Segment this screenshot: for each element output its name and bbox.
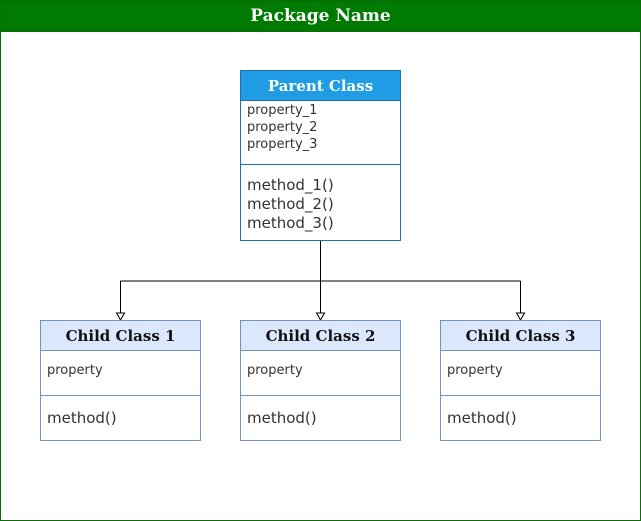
property-3: property_3 bbox=[247, 137, 318, 152]
parent-class-box[interactable]: Parent Class property_1 property_2 prope… bbox=[240, 70, 401, 241]
parent-properties: property_1 property_2 property_3 bbox=[241, 101, 400, 165]
child-class-1-method: method() bbox=[47, 409, 117, 427]
method-3: method_3() bbox=[247, 214, 334, 232]
child-class-3-method: method() bbox=[447, 409, 517, 427]
child-class-2-box[interactable]: Child Class 2 property method() bbox=[240, 320, 401, 441]
child-class-1-box[interactable]: Child Class 1 property method() bbox=[40, 320, 201, 441]
arrowhead-child-2 bbox=[315, 312, 326, 322]
method-1: method_1() bbox=[247, 176, 334, 194]
method-2: method_2() bbox=[247, 195, 334, 213]
arrowhead-child-1 bbox=[115, 312, 126, 322]
child-class-3-box[interactable]: Child Class 3 property method() bbox=[440, 320, 601, 441]
property-1: property_1 bbox=[247, 103, 318, 118]
child-class-2-property: property bbox=[241, 351, 400, 396]
parent-methods: method_1() method_2() method_3() bbox=[241, 165, 400, 233]
package-title: Package Name bbox=[1, 1, 640, 32]
child-class-1-title: Child Class 1 bbox=[41, 321, 200, 351]
child-class-1-property: property bbox=[41, 351, 200, 396]
child-class-3-property: property bbox=[441, 351, 600, 396]
child-class-2-method: method() bbox=[247, 409, 317, 427]
parent-class-title: Parent Class bbox=[241, 71, 400, 101]
property-2: property_2 bbox=[247, 120, 318, 135]
child-class-2-title: Child Class 2 bbox=[241, 321, 400, 351]
arrowhead-child-3 bbox=[515, 312, 526, 322]
child-class-3-title: Child Class 3 bbox=[441, 321, 600, 351]
